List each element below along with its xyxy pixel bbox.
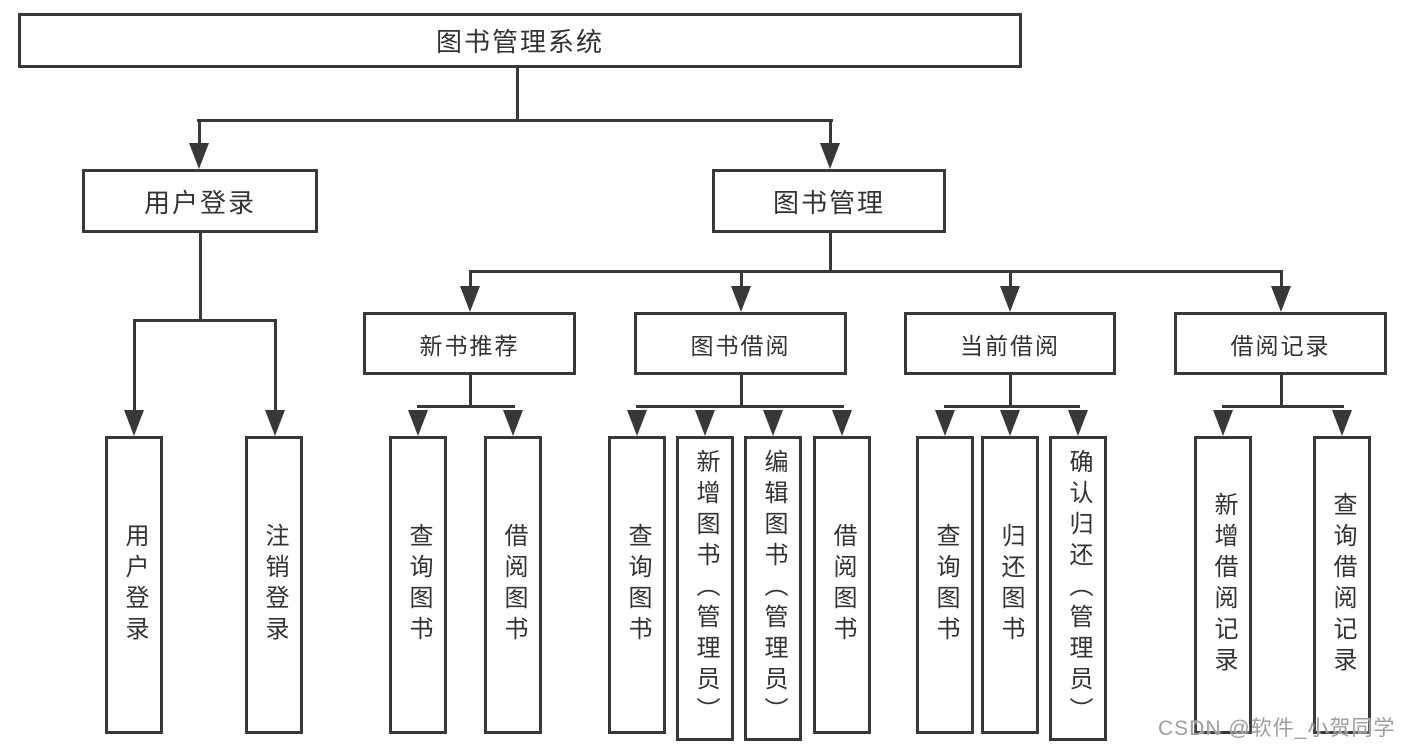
node-book-management: 图书管理 (712, 169, 946, 233)
leaf-borrow-edit-books-admin: 编辑图书（管理员） (744, 436, 802, 741)
arrow-down-icon (503, 410, 523, 436)
leaf-user-login: 用户登录 (105, 436, 163, 734)
arrow-down-icon (189, 143, 209, 169)
connector-drop-current-borrow (1009, 270, 1012, 290)
arrow-down-icon (695, 410, 715, 436)
arrow-down-icon (1068, 410, 1088, 436)
node-label: 用户登录 (121, 523, 148, 647)
node-label: 图书管理系统 (435, 27, 604, 57)
connector-drop-new-book (469, 270, 472, 290)
connector-new-book-stem (469, 374, 472, 408)
node-label: 用户登录 (143, 187, 256, 218)
connector-drop-user-login (198, 119, 201, 147)
arrow-down-icon (1000, 410, 1020, 436)
arrow-down-icon (408, 410, 428, 436)
connector-book-borrow-rail (636, 405, 844, 408)
node-label: 图书管理 (772, 187, 885, 218)
node-label: 借阅图书 (829, 523, 856, 647)
node-label: 确认归还（管理员） (1065, 449, 1092, 728)
node-label: 借阅图书 (500, 523, 527, 647)
leaf-current-confirm-return-admin: 确认归还（管理员） (1049, 436, 1107, 741)
connector-level2-rail (197, 119, 833, 122)
node-label: 图书借阅 (690, 332, 791, 359)
node-label: 查询图书 (405, 523, 432, 647)
arrow-down-icon (1332, 410, 1352, 436)
arrow-down-icon (1000, 286, 1020, 312)
connector-user-login-rail (133, 319, 277, 322)
leaf-recommend-borrow-books: 借阅图书 (484, 436, 542, 734)
connector-book-borrow-stem (740, 374, 743, 408)
connector-drop-borrow-records (1280, 270, 1283, 290)
connector-book-management-stem (829, 231, 832, 273)
connector-drop-book-management (829, 119, 832, 147)
node-label: 查询图书 (932, 523, 959, 647)
arrow-down-icon (265, 410, 285, 436)
connector-drop-book-borrow (740, 270, 743, 290)
node-label: 归还图书 (997, 523, 1024, 647)
connector-borrow-records-stem (1280, 374, 1283, 408)
node-label: 编辑图书（管理员） (760, 449, 787, 728)
connector-level3-rail (469, 270, 1283, 273)
leaf-recommend-query-books: 查询图书 (389, 436, 447, 734)
node-current-borrowing: 当前借阅 (904, 312, 1116, 375)
leaf-borrow-borrow-books: 借阅图书 (813, 436, 871, 734)
arrow-down-icon (731, 286, 751, 312)
arrow-down-icon (763, 410, 783, 436)
connector-drop-leaf-login (133, 319, 136, 414)
leaf-logout: 注销登录 (245, 436, 303, 734)
watermark-text: CSDN @软件_小贺同学 (1158, 717, 1396, 740)
arrow-down-icon (1271, 286, 1291, 312)
arrow-down-icon (935, 410, 955, 436)
arrow-down-icon (460, 286, 480, 312)
leaf-records-query-record: 查询借阅记录 (1313, 436, 1371, 734)
node-label: 新增图书（管理员） (692, 449, 719, 728)
connector-user-login-stem (199, 232, 202, 321)
node-borrowing-records: 借阅记录 (1174, 312, 1387, 375)
leaf-current-return-books: 归还图书 (981, 436, 1039, 734)
connector-borrow-records-rail (1222, 405, 1344, 408)
leaf-records-add-record: 新增借阅记录 (1194, 436, 1252, 734)
arrow-down-icon (124, 410, 144, 436)
node-label: 注销登录 (261, 523, 288, 647)
node-new-book-recommendation: 新书推荐 (363, 312, 576, 375)
connector-new-book-rail (417, 405, 515, 408)
connector-current-borrow-stem (1009, 374, 1012, 408)
node-root: 图书管理系统 (18, 13, 1022, 68)
node-label: 借阅记录 (1230, 332, 1331, 359)
leaf-borrow-query-books: 查询图书 (608, 436, 666, 734)
connector-root-stem (516, 67, 519, 121)
arrow-down-icon (1213, 410, 1233, 436)
leaf-borrow-add-books-admin: 新增图书（管理员） (676, 436, 734, 741)
node-label: 新增借阅记录 (1210, 492, 1237, 678)
node-book-borrowing: 图书借阅 (634, 312, 847, 375)
node-label: 查询图书 (624, 523, 651, 647)
connector-current-borrow-rail (944, 405, 1080, 408)
leaf-current-query-books: 查询图书 (916, 436, 974, 734)
node-label: 当前借阅 (960, 332, 1060, 359)
node-label: 新书推荐 (419, 332, 520, 359)
arrow-down-icon (820, 143, 840, 169)
arrow-down-icon (832, 410, 852, 436)
arrow-down-icon (627, 410, 647, 436)
connector-drop-leaf-logout (274, 319, 277, 414)
node-user-login: 用户登录 (82, 169, 318, 233)
node-label: 查询借阅记录 (1329, 492, 1356, 678)
